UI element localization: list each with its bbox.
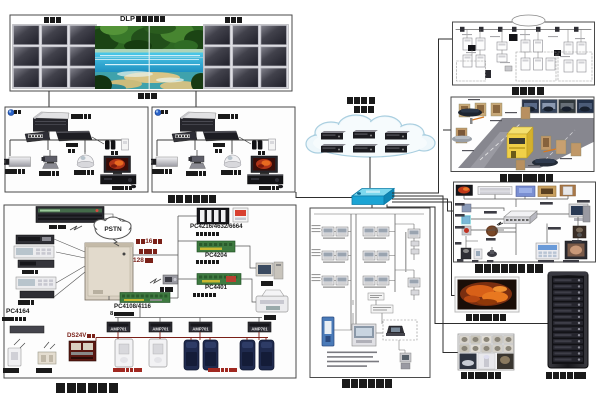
- svg-text:AMP701: AMP701: [192, 327, 209, 332]
- svg-text:AMP701: AMP701: [152, 327, 169, 332]
- svg-text:AMP701: AMP701: [251, 327, 268, 332]
- svg-text:PSTN: PSTN: [104, 226, 122, 233]
- svg-text:AMP701: AMP701: [110, 327, 127, 332]
